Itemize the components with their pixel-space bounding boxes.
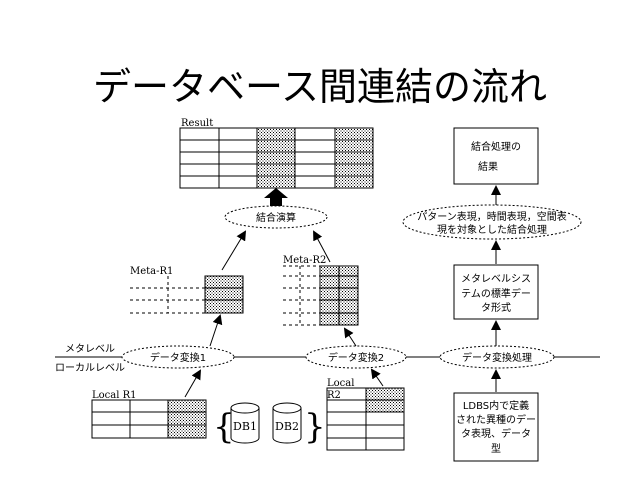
join-result-box (453, 127, 539, 185)
local-r2-table (326, 387, 405, 451)
local-r2-label-2: R2 (327, 390, 341, 401)
meta-r1-table (130, 275, 244, 314)
ldbs-line4: 型 (491, 442, 501, 455)
join-result-line1: 結合処理の (471, 140, 521, 153)
join-operation-ellipse (224, 205, 328, 229)
pattern-join-line1: パターン表現，時間表現，空間表 (417, 210, 567, 223)
local-r2-label-1: Local (327, 378, 354, 389)
ldbs-line3: タ表現、データ (461, 427, 531, 440)
pattern-join-line2: 現を対象とした結合処理 (437, 223, 547, 236)
page-title: データベース間連結の流れ (93, 65, 547, 109)
db2-label: DB2 (275, 420, 299, 433)
result-label: Result (181, 118, 213, 129)
ldbs-box (453, 392, 539, 462)
data-convert-2-label: データ変換2 (328, 351, 384, 364)
meta-r2-label: Meta-R2 (283, 255, 326, 266)
join-result-line2: 結果 (478, 160, 498, 173)
data-convert-1-ellipse (121, 345, 235, 369)
local-r1-table (91, 399, 207, 439)
ldbs-line1: LDBS内で定義 (463, 399, 529, 412)
data-convert-1-label: データ変換1 (150, 351, 206, 364)
arrow-meta-r1-to-join (221, 230, 247, 271)
local-level-label: ローカルレベル (55, 362, 125, 374)
arrow-meta-r2-to-join (313, 230, 331, 263)
thick-up-arrow (264, 188, 288, 206)
join-operation-label: 結合演算 (256, 211, 296, 224)
db1-cylinder (230, 402, 260, 444)
pattern-join-ellipse (402, 204, 582, 240)
ldbs-line2: された異種のデー (456, 413, 536, 426)
result-table (179, 127, 374, 189)
right-brace: } (304, 407, 326, 447)
left-brace: { (213, 407, 235, 447)
db1-label: DB1 (233, 420, 257, 433)
meta-r2-table (283, 265, 359, 326)
meta-r1-label: Meta-R1 (130, 266, 173, 277)
arrow-convert2-to-meta-r2 (343, 327, 357, 347)
meta-level-label: メタレベル (65, 343, 115, 355)
meta-standard-line1: メタレベルシス (461, 273, 531, 285)
arrow-local-r2-to-convert2 (370, 368, 384, 387)
data-convert-2-ellipse (305, 345, 407, 369)
data-convert-process-ellipse (439, 345, 555, 369)
meta-standard-line3: タ形式 (481, 301, 511, 314)
arrow-convert1-to-meta-r1 (209, 314, 223, 347)
meta-standard-line2: テムの標準デー (461, 287, 531, 300)
data-convert-process-label: データ変換処理 (462, 351, 532, 364)
db2-cylinder (272, 402, 302, 444)
local-r1-label: Local R1 (92, 390, 137, 401)
meta-standard-box (453, 264, 539, 320)
arrow-local-r1-to-convert1 (184, 369, 201, 398)
